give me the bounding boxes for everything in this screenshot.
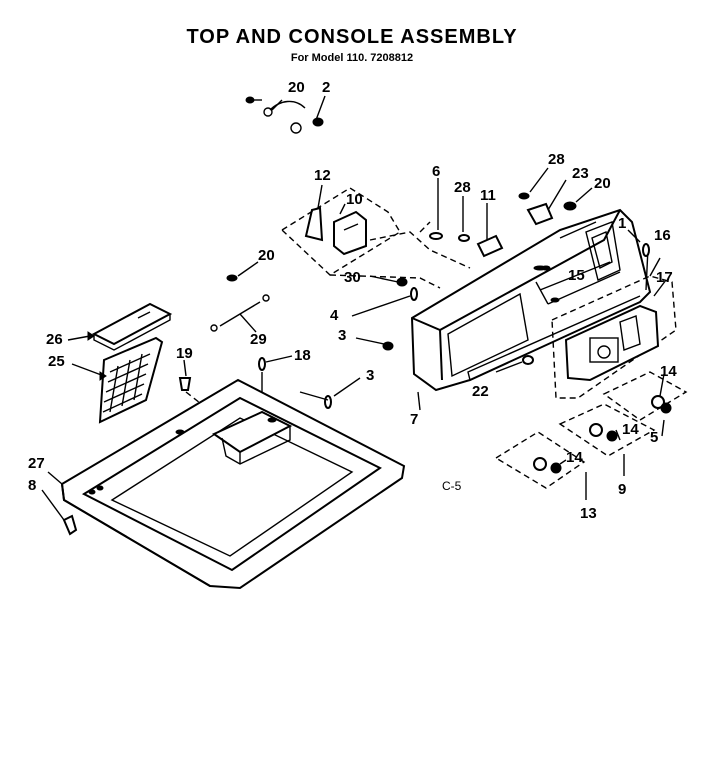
switch-parts	[518, 167, 593, 226]
callout-5: 5	[650, 429, 658, 446]
callout-3-upper: 3	[338, 327, 346, 344]
callout-22: 22	[472, 383, 489, 400]
part-15-1	[533, 229, 641, 271]
part-22	[495, 355, 534, 373]
callout-11: 11	[480, 187, 496, 204]
callout-23: 23	[572, 165, 589, 182]
callout-4: 4	[330, 307, 339, 324]
callout-17: 17	[656, 269, 673, 286]
page-title: TOP AND CONSOLE ASSEMBLY	[186, 26, 518, 48]
callout-29: 29	[250, 331, 267, 348]
parts-27-8	[41, 471, 78, 536]
model-subtitle: For Model 110. 7208812	[290, 52, 414, 64]
timer-bracket-group	[280, 184, 401, 276]
callout-25: 25	[48, 353, 65, 370]
callout-18: 18	[294, 347, 311, 364]
top-panel	[60, 378, 406, 590]
callout-1: 1	[618, 215, 626, 232]
knob-group-5	[602, 371, 688, 437]
callout-15: 15	[568, 267, 585, 284]
callout-12: 12	[314, 167, 331, 184]
cord-clip-part	[245, 95, 326, 134]
callout-10: 10	[346, 191, 363, 208]
knob-group-9	[558, 403, 656, 476]
callout-19: 19	[176, 345, 193, 362]
callout-26: 26	[46, 331, 63, 348]
rear-control-panel	[551, 243, 677, 399]
callout-6: 6	[432, 163, 440, 180]
callout-20-right: 20	[594, 175, 611, 192]
callout-3-lower: 3	[366, 367, 374, 384]
callout-28-right: 28	[548, 151, 565, 168]
hinge-pin-parts	[210, 261, 270, 333]
callout-2: 2	[322, 79, 330, 96]
callout-14-a: 14	[660, 363, 677, 380]
knob-group-13	[494, 431, 587, 500]
leader-7	[417, 391, 421, 411]
callout-16: 16	[654, 227, 671, 244]
callout-7: 7	[410, 411, 418, 428]
callout-20-left: 20	[258, 247, 275, 264]
callout-20-top: 20	[288, 79, 305, 96]
callout-28-left: 28	[454, 179, 471, 196]
part-26-plate	[67, 302, 173, 351]
callout-14-c: 14	[566, 449, 583, 466]
diagram-code-mark: C-5	[442, 479, 462, 493]
console-panel	[410, 208, 652, 392]
screws-30-4-3	[351, 275, 418, 351]
callout-30: 30	[344, 269, 361, 286]
callout-27: 27	[28, 455, 45, 472]
callout-8: 8	[28, 477, 36, 494]
screws-6-28	[429, 178, 504, 258]
callout-9: 9	[618, 481, 626, 498]
callout-14-b: 14	[622, 421, 639, 438]
part-25-panel	[71, 336, 164, 424]
callout-13: 13	[580, 505, 597, 522]
